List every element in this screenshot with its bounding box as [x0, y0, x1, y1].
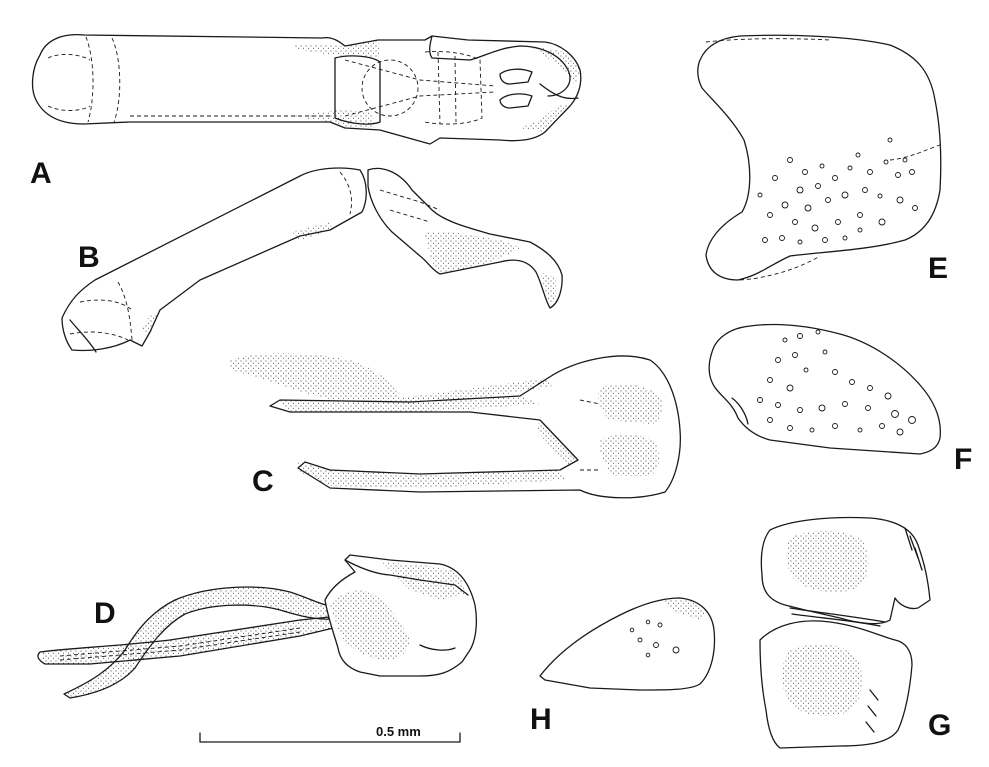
panel-label-h: H [530, 703, 552, 736]
panel-label-e: E [928, 252, 948, 285]
panel-f-pores [757, 329, 916, 436]
panel-h-sclerite [539, 597, 716, 691]
panel-h-pores [629, 619, 680, 658]
panel-label-c: C [252, 465, 274, 498]
panel-d-spicule [37, 554, 477, 699]
scale-bar: 0.5 mm [199, 724, 461, 743]
panel-c-tegmen [230, 353, 681, 499]
panel-b-aedeagus-lateral [61, 167, 563, 353]
panel-e-sclerite [697, 34, 942, 281]
panel-f-sclerite [708, 323, 941, 455]
panel-label-g: G [928, 709, 951, 742]
panel-label-d: D [94, 597, 116, 630]
panel-g-sclerites [759, 516, 931, 749]
panel-label-a: A [30, 157, 52, 190]
panel-e-pores [757, 137, 918, 245]
panel-a-aedeagus-dorsal [31, 34, 582, 145]
panel-label-b: B [78, 241, 100, 274]
panel-label-f: F [954, 443, 972, 476]
scale-bar-label: 0.5 mm [376, 724, 421, 739]
